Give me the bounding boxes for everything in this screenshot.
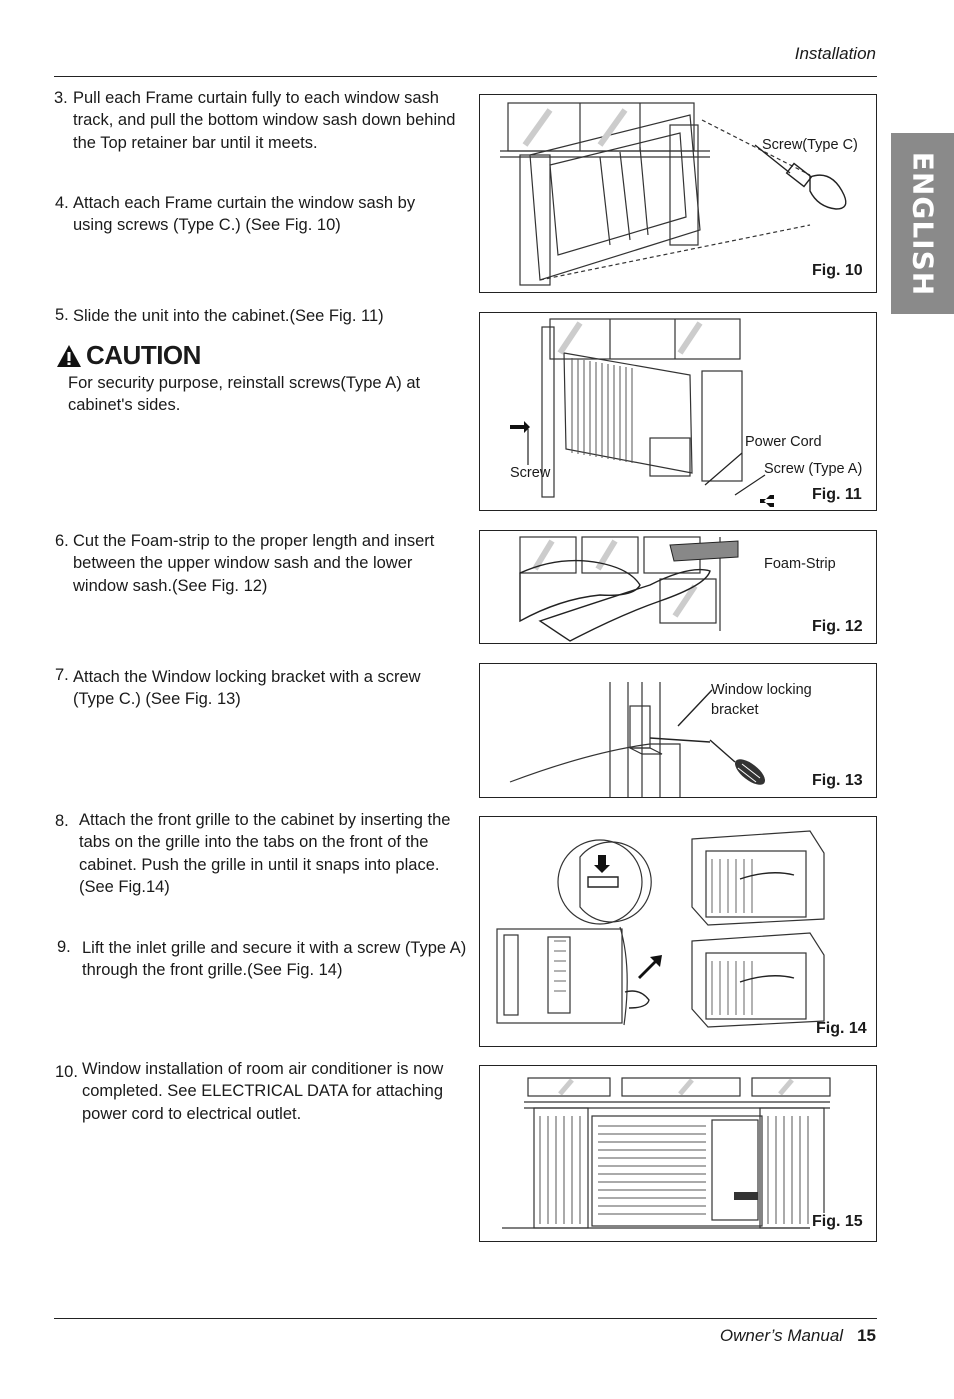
figure-15: Fig. 15 (479, 1065, 877, 1242)
fig12-caption: Fig. 12 (812, 618, 863, 635)
step-7-text: Attach the Window locking bracket with a… (73, 668, 421, 709)
fig13-caption: Fig. 13 (812, 772, 863, 789)
step-10-text: Window installation of room air conditio… (82, 1060, 444, 1123)
caution-text: For security purpose, reinstall screws(T… (68, 374, 421, 415)
fig14-caption: Fig. 14 (816, 1020, 867, 1037)
section-header: Installation (794, 44, 876, 63)
fig15-caption: Fig. 15 (810, 1213, 865, 1231)
fig11-label-screw-type-a: Screw (Type A) (764, 461, 863, 477)
step-3-text: Pull each Frame curtain fully to each wi… (73, 89, 456, 152)
step-number: 5. (55, 306, 69, 324)
top-rule (54, 76, 877, 77)
language-tab-label: ENGLISH (906, 151, 939, 296)
figure-11-illustration (510, 318, 774, 507)
step-number: 8. (55, 812, 69, 830)
figure-15-illustration (502, 1077, 852, 1229)
fig13-label-window-locking-bracket: Window locking bracket (711, 682, 812, 718)
figure-10-illustration (500, 102, 847, 286)
figure-10: Screw(Type C) Fig. 10 (479, 94, 877, 293)
step-8-text: Attach the front grille to the cabinet b… (79, 811, 451, 897)
figure-13: Window locking bracket Fig. 13 (479, 663, 877, 798)
figure-14: Fig. 14 (479, 816, 877, 1047)
fig10-caption: Fig. 10 (812, 262, 863, 279)
footer-manual-title: Owner’s Manual (719, 1326, 844, 1345)
bottom-rule (54, 1318, 877, 1319)
figure-11: Power Cord Screw Screw (Type A) Fig. 11 (479, 312, 877, 511)
caution-heading: CAUTION (56, 340, 201, 371)
step-9-text: Lift the inlet grille and secure it with… (82, 939, 467, 980)
figure-13-illustration (509, 682, 766, 797)
step-number: 10. (55, 1063, 78, 1081)
step-6-text: Cut the Foam-strip to the proper length … (73, 532, 435, 595)
figure-12-illustration (519, 536, 739, 642)
step-number: 3. (54, 89, 68, 107)
page-footer: Owner’s Manual 15 (720, 1326, 876, 1346)
figure-12: Foam-Strip Fig. 12 (479, 530, 877, 644)
figure-14-illustration (496, 830, 825, 1028)
step-number: 4. (55, 194, 69, 212)
warning-icon (57, 344, 81, 367)
caution-title: CAUTION (86, 340, 201, 370)
step-number: 6. (55, 532, 69, 550)
page-number: 15 (857, 1326, 876, 1345)
step-number: 9. (57, 938, 71, 956)
fig11-caption: Fig. 11 (812, 486, 862, 503)
fig12-label-foam-strip: Foam-Strip (764, 556, 836, 572)
fig11-label-screw: Screw (510, 465, 551, 481)
fig11-label-power-cord: Power Cord (745, 434, 822, 450)
step-5-text: Slide the unit into the cabinet.(See Fig… (73, 307, 384, 325)
fig10-label-screw-type-c: Screw(Type C) (762, 137, 858, 153)
step-number: 7. (55, 666, 69, 684)
language-tab: ENGLISH (891, 133, 954, 314)
step-4-text: Attach each Frame curtain the window sas… (73, 194, 416, 235)
